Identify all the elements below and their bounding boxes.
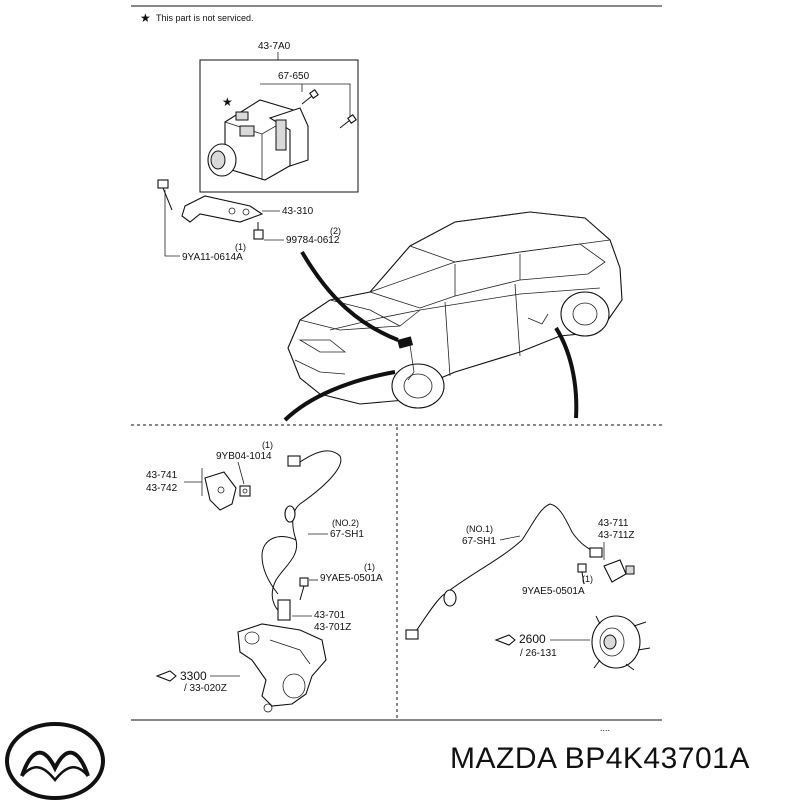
callout-front-sensor-bolt-qty: (1) bbox=[364, 562, 375, 572]
rear-wheel-speed-sensor bbox=[603, 559, 627, 583]
callout-front-sensor-1: 43-701 bbox=[314, 610, 346, 621]
callout-bracket: 43-310 bbox=[282, 206, 314, 217]
leader-rear-sensor bbox=[554, 326, 579, 419]
car-rear-wheel bbox=[560, 291, 610, 337]
notice-star: ★ bbox=[140, 11, 151, 25]
callout-nut: 99784-0612 bbox=[286, 235, 340, 246]
hu-bracket-group: 43-310 (2) 99784-0612 (1) 9YA11-0614A bbox=[157, 179, 341, 263]
leader-hu-to-car bbox=[300, 250, 399, 342]
hu-bolt-icon bbox=[301, 89, 357, 129]
hu-location-marker bbox=[397, 336, 414, 349]
part-number-caption: MAZDA BP4K43701A bbox=[450, 742, 750, 775]
callout-bolt-qty: (1) bbox=[235, 242, 246, 252]
callout-hu-assembly: 43-7A0 bbox=[258, 41, 291, 52]
hub-ref-hand-icon bbox=[494, 634, 516, 646]
callout-front-harness: 67-SH1 bbox=[330, 529, 364, 540]
corner-ref-partial: .... bbox=[600, 723, 610, 733]
mazda-logo bbox=[5, 722, 105, 800]
callout-rear-harness-no: (NO.1) bbox=[466, 524, 493, 534]
callout-knuckle-ref: 3300 bbox=[180, 669, 207, 683]
hu-callout-box bbox=[199, 59, 359, 193]
front-sensor-section: (1) 9YB04-1014 43-741 43-742 (NO.2) 67-S… bbox=[146, 440, 383, 713]
callout-front-bolt: 9YB04-1014 bbox=[216, 451, 272, 462]
leader-front-sensor bbox=[283, 370, 396, 422]
callout-hub-ref: 2600 bbox=[519, 632, 546, 646]
front-sensor-bolt-icon bbox=[299, 577, 309, 601]
callout-rear-harness: 67-SH1 bbox=[462, 536, 496, 547]
rear-harness-connector bbox=[405, 629, 419, 640]
notice-text: This part is not serviced. bbox=[156, 13, 254, 23]
callout-hu-bolts: 67-650 bbox=[278, 71, 310, 82]
callout-front-sensor-bolt: 9YAE5-0501A bbox=[320, 573, 383, 584]
bracket-bolt-icon bbox=[157, 179, 173, 211]
hu-bracket bbox=[181, 195, 264, 223]
front-bolt-icon bbox=[239, 485, 251, 497]
callout-front-sensor-2: 43-701Z bbox=[314, 622, 351, 633]
hydraulic-unit-group: 43-7A0 67-650 ★ bbox=[199, 41, 359, 193]
car-front-wheel bbox=[391, 363, 445, 409]
callout-nut-qty: (2) bbox=[330, 226, 341, 236]
front-harness-connector bbox=[287, 455, 301, 467]
front-bracket bbox=[204, 471, 237, 511]
callout-rear-sensor-1: 43-711 bbox=[598, 518, 629, 529]
rear-bolt-icon bbox=[577, 563, 587, 585]
not-serviced-star-icon: ★ bbox=[222, 95, 233, 109]
callout-rear-bolt-qty: (1) bbox=[582, 574, 593, 584]
callout-front-harness-no: (NO.2) bbox=[332, 518, 359, 528]
knuckle-ref-hand-icon bbox=[155, 670, 177, 682]
callout-front-bracket-2: 43-742 bbox=[146, 483, 178, 494]
bracket-nut-icon bbox=[253, 222, 264, 240]
callout-hub-sub: / 26-131 bbox=[520, 648, 557, 659]
callout-knuckle-sub: / 33-020Z bbox=[184, 683, 227, 694]
rear-sensor-section: (NO.1) 67-SH1 43-711 43-711Z (1) 9YAE5-0… bbox=[405, 503, 651, 671]
car-illustration bbox=[287, 211, 623, 409]
callout-rear-bolt: 9YAE5-0501A bbox=[522, 586, 585, 597]
rear-hub-assembly bbox=[591, 615, 651, 671]
callout-front-bracket-1: 43-741 bbox=[146, 470, 178, 481]
front-knuckle bbox=[237, 623, 327, 707]
callout-rear-sensor-2: 43-711Z bbox=[598, 530, 635, 541]
callout-bolt: 9YA11-0614A bbox=[182, 252, 243, 263]
front-wheel-speed-sensor bbox=[277, 599, 291, 621]
rear-harness-cable bbox=[413, 503, 595, 635]
callout-front-bolt-qty: (1) bbox=[262, 440, 273, 450]
